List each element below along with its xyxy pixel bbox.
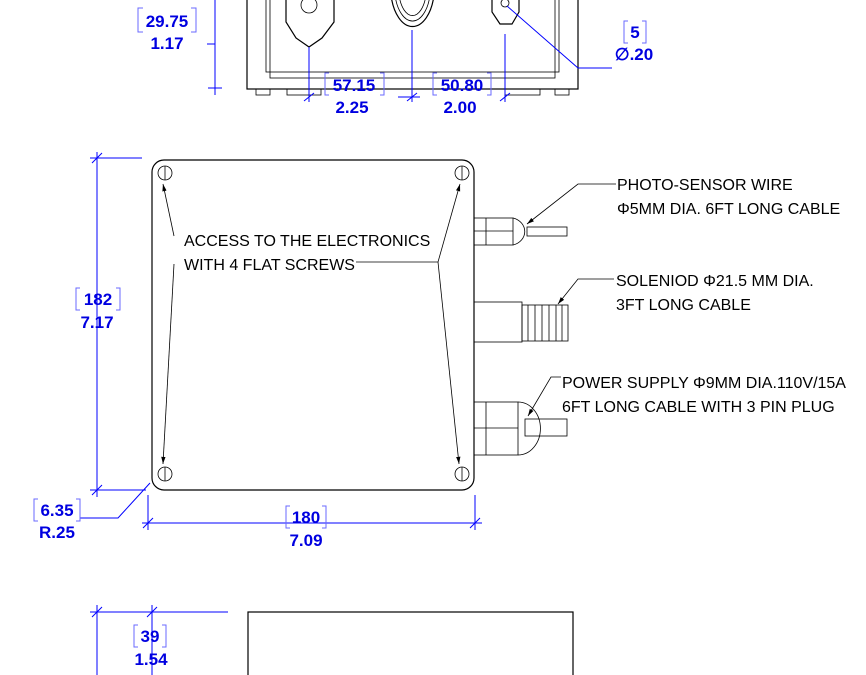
front-width-mm: 180: [292, 508, 320, 527]
hex-fitting-left: [285, 0, 335, 48]
screw-icon: [454, 466, 470, 482]
solenoid-label-line2: 3FT LONG CABLE: [616, 297, 751, 314]
solenoid-connector: [473, 301, 569, 343]
screws-note-line1: ACCESS TO THE ELECTRONICS: [184, 233, 430, 250]
screws-note-line2: WITH 4 FLAT SCREWS: [184, 257, 355, 274]
small-fitting-right: [491, 0, 520, 25]
power-supply-connector: [473, 401, 568, 456]
corner-radius-in: R.25: [39, 523, 75, 542]
side-depth-mm: 39: [141, 627, 160, 646]
top-height-in: 1.17: [150, 34, 183, 53]
front-height-mm: 182: [84, 290, 112, 309]
spacing2-mm: 50.80: [441, 76, 484, 95]
corner-radius-mm: 6.35: [40, 501, 73, 520]
hole-in: ∅.20: [615, 45, 653, 64]
solenoid-label-line1: SOLENIOD Φ21.5 MM DIA.: [616, 273, 814, 290]
spacing2-in: 2.00: [443, 98, 476, 117]
side-depth-in: 1.54: [134, 650, 168, 669]
power-label-line1: POWER SUPPLY Φ9MM DIA.110V/15A: [562, 375, 846, 392]
screw-icon: [454, 165, 470, 181]
hole-mm: 5: [630, 23, 639, 42]
spacing1-in: 2.25: [335, 98, 368, 117]
top-view: 29.75 1.17 57.15 2.25 50.80 2.00 5 ∅.20: [137, 0, 653, 117]
enclosure-front-outline: [151, 159, 475, 491]
round-fitting-middle: [391, 0, 434, 28]
front-width-in: 7.09: [289, 531, 322, 550]
enclosure-side-outline: [247, 611, 574, 675]
photo-sensor-label-line2: Φ5MM DIA. 6FT LONG CABLE: [617, 201, 840, 218]
power-label-line2: 6FT LONG CABLE WITH 3 PIN PLUG: [562, 399, 835, 416]
photo-sensor-label-line1: PHOTO-SENSOR WIRE: [617, 177, 793, 194]
front-view: ACCESS TO THE ELECTRONICS WITH 4 FLAT SC…: [33, 152, 846, 550]
screw-icon: [157, 165, 173, 181]
photo-sensor-connector: [473, 217, 568, 246]
side-view: 39 1.54: [90, 605, 574, 675]
screw-icon: [157, 466, 173, 482]
front-height-in: 7.17: [80, 313, 113, 332]
top-height-mm: 29.75: [146, 12, 189, 31]
spacing1-mm: 57.15: [333, 76, 376, 95]
